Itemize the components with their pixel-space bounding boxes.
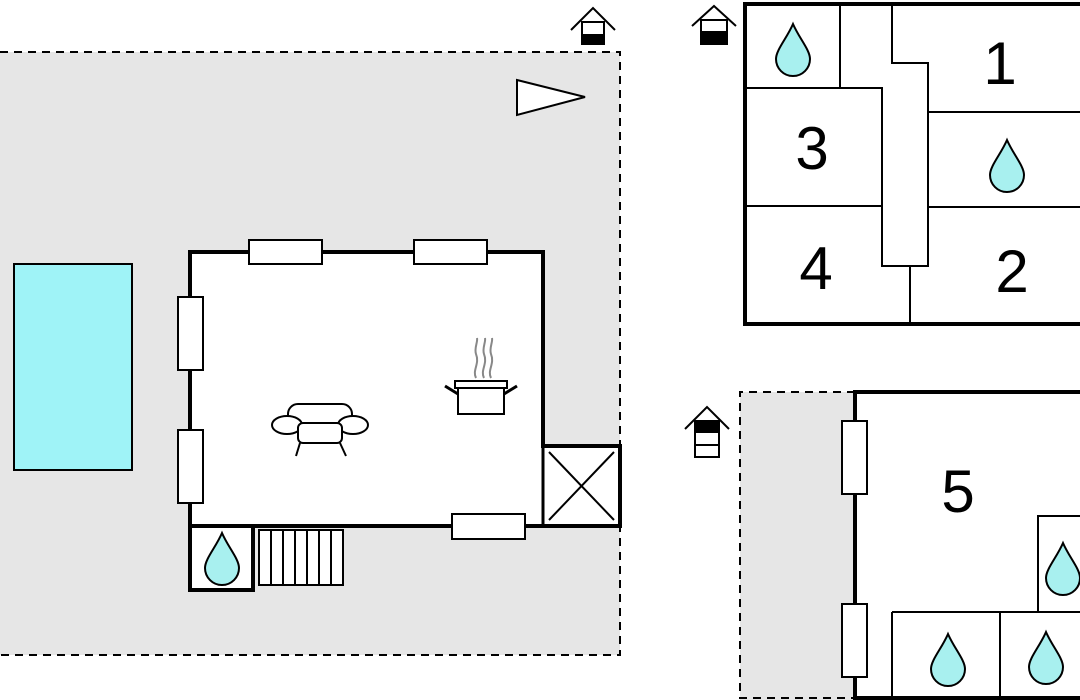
upper-floor-plan: 1 2 3 4	[691, 2, 1080, 326]
room-3-number: 3	[795, 115, 828, 182]
house-floor-indicator-icon	[684, 405, 730, 458]
stairs-icon	[258, 529, 344, 586]
cooking-pot-icon	[444, 337, 518, 415]
room-5-number: 5	[941, 458, 974, 525]
window-icon	[841, 603, 868, 678]
annex-terrace-dashed-border	[739, 391, 855, 699]
house-floor-indicator-icon	[691, 4, 737, 45]
room-2-number: 2	[995, 238, 1028, 305]
window-icon	[177, 296, 204, 371]
window-icon	[413, 239, 488, 265]
annex-floor-plan: 5	[684, 390, 1080, 700]
window-icon	[248, 239, 323, 265]
annex-interior-walls	[891, 515, 1080, 698]
annex-outline	[853, 390, 1080, 700]
window-icon	[451, 513, 526, 540]
ground-floor-plan	[0, 6, 622, 656]
pool-icon	[13, 263, 133, 471]
void-x-icon	[548, 451, 615, 521]
interior-walls	[745, 4, 1080, 324]
room-4-number: 4	[799, 235, 832, 302]
room-1-number: 1	[983, 30, 1016, 97]
compass-arrow-icon	[516, 78, 586, 117]
house-floor-indicator-icon	[570, 6, 616, 45]
window-icon	[841, 420, 868, 495]
terrace-dashed-border	[0, 51, 621, 656]
window-icon	[177, 429, 204, 504]
annex-terrace	[740, 392, 855, 700]
sofa-icon	[271, 403, 369, 457]
